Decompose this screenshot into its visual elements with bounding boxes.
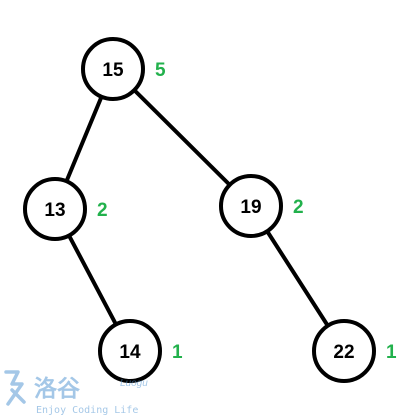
node-label: 22 bbox=[333, 342, 354, 363]
luogu-logo-icon bbox=[4, 370, 26, 406]
edges-layer bbox=[64, 88, 330, 328]
tree-node-19: 19 2 bbox=[219, 174, 304, 238]
node-label: 13 bbox=[44, 200, 65, 221]
node-label: 14 bbox=[119, 342, 141, 363]
node-circle bbox=[23, 177, 87, 241]
edge-15-13 bbox=[64, 94, 104, 184]
edge-19-22 bbox=[265, 229, 330, 328]
node-circle bbox=[219, 174, 283, 238]
watermark-en: Luogu bbox=[120, 378, 148, 389]
tree-node-15: 15 5 bbox=[81, 37, 166, 101]
node-count: 2 bbox=[97, 200, 108, 221]
luogu-watermark: 洛谷 Luogu Enjoy Coding Life bbox=[4, 370, 148, 416]
node-label: 15 bbox=[102, 60, 124, 81]
nodes-layer: 15 5 13 2 19 2 14 1 22 1 bbox=[23, 37, 397, 383]
node-circle bbox=[81, 37, 145, 101]
tree-node-22: 22 1 bbox=[312, 319, 397, 383]
watermark-cn: 洛谷 bbox=[34, 375, 81, 402]
node-count: 2 bbox=[293, 197, 304, 218]
edge-15-19 bbox=[132, 88, 232, 187]
node-label: 19 bbox=[240, 197, 261, 218]
tree-node-14: 14 1 bbox=[98, 319, 183, 383]
watermark-sub: Enjoy Coding Life bbox=[36, 405, 138, 416]
node-count: 1 bbox=[386, 342, 397, 363]
edge-13-14 bbox=[67, 233, 118, 327]
node-circle bbox=[98, 319, 162, 383]
tree-node-13: 13 2 bbox=[23, 177, 108, 241]
node-count: 1 bbox=[172, 342, 183, 363]
node-circle bbox=[312, 319, 376, 383]
node-count: 5 bbox=[155, 60, 166, 81]
